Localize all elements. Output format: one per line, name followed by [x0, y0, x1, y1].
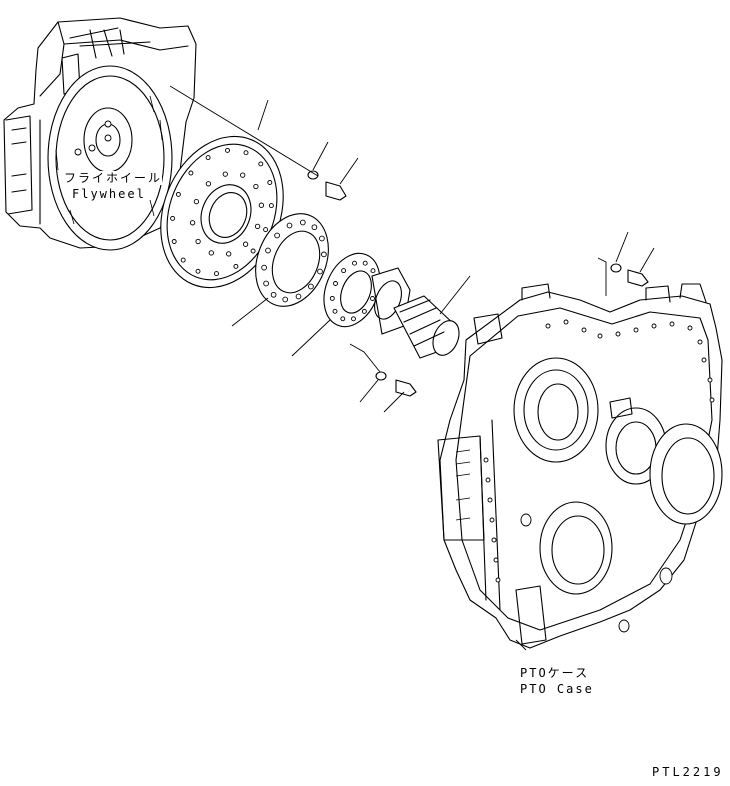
bolt-hole-icon — [258, 161, 264, 167]
bolt-hole-icon — [226, 251, 232, 257]
bolt-hole-icon — [205, 181, 212, 187]
leader-lines — [169, 85, 655, 651]
bolt-hole-icon — [214, 271, 219, 277]
bolt-hole-icon — [709, 397, 715, 403]
bolt-hole-icon — [545, 323, 551, 329]
bolt-hole-icon — [491, 537, 497, 543]
bolt-hole-icon — [282, 296, 289, 303]
bolt-hole-icon — [274, 232, 280, 239]
bolt-hole-icon — [267, 180, 273, 185]
bolt-hole-icon — [265, 247, 271, 254]
bolt-hole-icon — [242, 241, 249, 247]
bolt-hole-icon — [361, 308, 367, 314]
spline-shaft-icon — [393, 295, 460, 359]
bolt-hole-icon — [483, 457, 489, 463]
flywheel-jp-label: フライホイール — [64, 171, 163, 185]
drawing-code: PTL2219 — [652, 765, 724, 779]
pto-case-jp-label: PTOケース — [520, 666, 590, 680]
bolt-hole-icon — [341, 268, 347, 274]
bolt-hole-icon — [240, 172, 246, 178]
bolt-hole-icon — [233, 263, 239, 269]
plate-icon — [255, 213, 329, 307]
bolt-hole-icon — [370, 296, 375, 301]
bolt-hole-icon — [195, 238, 201, 245]
bolt-hole-icon — [175, 191, 181, 197]
bolt-icon — [325, 181, 649, 397]
bolt-hole-icon — [268, 203, 274, 209]
bolt-hole-icon — [243, 150, 249, 156]
pto-case-en-label: PTO Case — [520, 682, 594, 696]
washer-icon — [307, 170, 622, 381]
bolt-hole-icon — [581, 327, 587, 333]
bolt-hole-icon — [701, 357, 707, 363]
bolt-hole-icon — [308, 283, 314, 290]
bolt-hole-icon — [321, 251, 327, 258]
bolt-hole-icon — [317, 268, 323, 275]
bolt-hole-icon — [493, 557, 499, 563]
bolt-hole-icon — [261, 264, 267, 271]
bolt-hole-icon — [299, 219, 306, 226]
bolt-hole-icon — [270, 291, 277, 298]
bolt-hole-icon — [333, 281, 338, 286]
bolt-hole-icon — [254, 223, 261, 230]
bolt-hole-icon — [495, 577, 501, 583]
bolt-hole-icon — [340, 316, 346, 322]
bolt-hole-icon — [295, 293, 302, 300]
bolt-hole-icon — [487, 497, 493, 503]
bolt-hole-icon — [319, 235, 325, 242]
bolt-hole-icon — [563, 319, 569, 325]
bolt-hole-icon — [205, 155, 211, 161]
bolt-hole-icon — [171, 239, 177, 244]
bolt-hole-icon — [489, 517, 495, 523]
bolt-hole-icon — [250, 248, 256, 254]
bolt-hole-icon — [485, 477, 491, 483]
bolt-hole-icon — [669, 321, 675, 327]
bolt-hole-icon — [362, 260, 368, 266]
bolt-hole-icon — [189, 220, 196, 226]
bolt-hole-icon — [651, 323, 657, 329]
bolt-hole-icon — [311, 224, 318, 231]
pto-case-icon — [437, 283, 723, 649]
bolt-hole-icon — [352, 260, 357, 266]
bolt-hole-icon — [170, 215, 176, 221]
bolt-hole-icon — [687, 325, 693, 331]
bolt-hole-icon — [697, 339, 703, 345]
bolt-hole-icon — [258, 202, 265, 208]
bolt-hole-icon — [633, 327, 639, 333]
bolt-hole-icon — [615, 331, 621, 337]
flywheel-en-label: Flywheel — [72, 187, 146, 201]
bolt-hole-icon — [286, 222, 293, 229]
bolt-hole-icon — [188, 170, 194, 176]
bolt-hole-icon — [370, 268, 376, 274]
bolt-hole-icon — [263, 280, 269, 287]
bolt-hole-icon — [329, 295, 335, 301]
bolt-hole-icon — [351, 316, 356, 322]
bolt-hole-icon — [332, 308, 338, 314]
bolt-hole-icon — [225, 147, 230, 153]
bolt-hole-icon — [195, 268, 201, 274]
bolt-hole-icon — [180, 257, 186, 263]
bolt-hole-icon — [597, 333, 603, 339]
bolt-hole-icon — [193, 198, 200, 205]
bolt-hole-icon — [263, 227, 269, 233]
flywheel-housing-icon — [3, 17, 197, 251]
bolt-hole-icon — [222, 171, 228, 177]
bolt-hole-icon — [208, 250, 214, 256]
bolt-hole-icon — [707, 377, 713, 383]
bolt-hole-icon — [253, 183, 259, 190]
